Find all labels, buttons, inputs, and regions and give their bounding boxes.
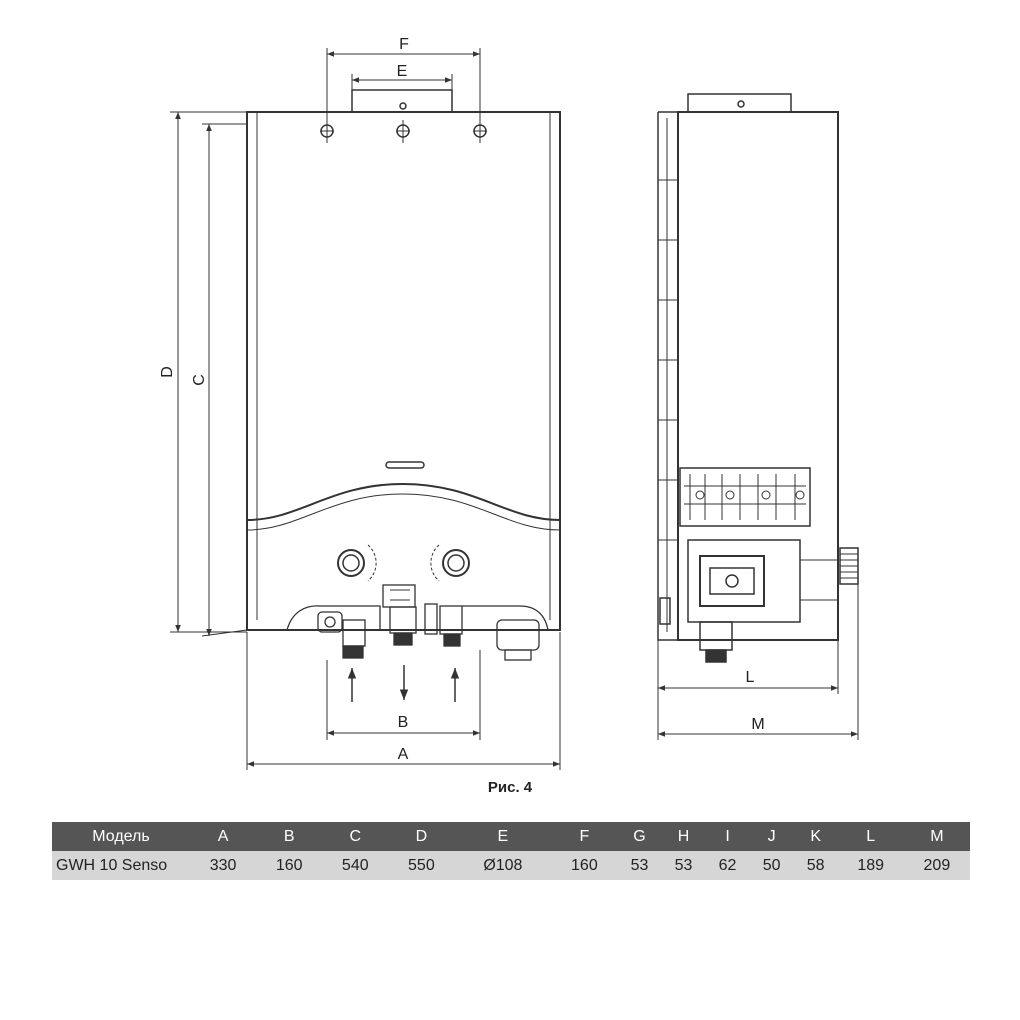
header-e: E <box>454 822 552 851</box>
side-view <box>657 93 859 663</box>
technical-drawing: F E D C B A L M <box>159 36 859 770</box>
dim-label-b: B <box>398 714 409 731</box>
header-d: D <box>388 822 455 851</box>
cell-g: 53 <box>617 851 662 880</box>
knob-right <box>430 544 470 582</box>
cell-h: 53 <box>661 851 706 880</box>
mounting-hole-left <box>320 120 334 143</box>
dim-label-m: M <box>751 716 764 733</box>
header-k: K <box>793 822 838 851</box>
cell-model: GWH 10 Senso <box>52 851 190 880</box>
header-m: M <box>903 822 970 851</box>
dim-label-a: A <box>398 746 409 763</box>
side-dimensions <box>657 584 859 740</box>
cell-f: 160 <box>551 851 618 880</box>
figure-caption: Рис. 4 <box>487 779 533 796</box>
header-b: B <box>256 822 323 851</box>
cell-l: 189 <box>837 851 904 880</box>
header-f: F <box>551 822 618 851</box>
dim-label-c: C <box>191 374 208 386</box>
header-a: A <box>190 822 257 851</box>
cell-i: 62 <box>705 851 750 880</box>
cell-b: 160 <box>256 851 323 880</box>
cell-e: Ø108 <box>454 851 552 880</box>
header-i: I <box>705 822 750 851</box>
header-c: C <box>322 822 389 851</box>
front-dimensions <box>170 48 561 770</box>
spec-table: Модель A B C D E F G H I J K L M GWH 10 … <box>52 822 970 880</box>
dim-label-d: D <box>159 366 176 378</box>
mounting-hole-center <box>396 120 410 143</box>
header-model: Модель <box>52 822 190 851</box>
header-l: L <box>837 822 904 851</box>
dim-label-f: F <box>399 36 409 53</box>
mounting-hole-right <box>473 120 487 143</box>
header-j: J <box>749 822 794 851</box>
header-g: G <box>617 822 662 851</box>
cell-c: 540 <box>322 851 389 880</box>
header-h: H <box>661 822 706 851</box>
cell-m: 209 <box>903 851 970 880</box>
bottom-fittings <box>286 584 549 661</box>
cell-d: 550 <box>388 851 455 880</box>
cell-j: 50 <box>749 851 794 880</box>
cell-k: 58 <box>793 851 838 880</box>
spec-table-header-row: Модель A B C D E F G H I J K L M <box>52 822 970 851</box>
table-row: GWH 10 Senso 330 160 540 550 Ø108 160 53… <box>52 851 970 880</box>
knob-left <box>337 544 377 582</box>
dim-label-e: E <box>397 63 408 80</box>
dim-label-l: L <box>746 669 755 686</box>
display-slot <box>385 461 425 469</box>
front-view <box>246 89 561 702</box>
cell-a: 330 <box>190 851 257 880</box>
